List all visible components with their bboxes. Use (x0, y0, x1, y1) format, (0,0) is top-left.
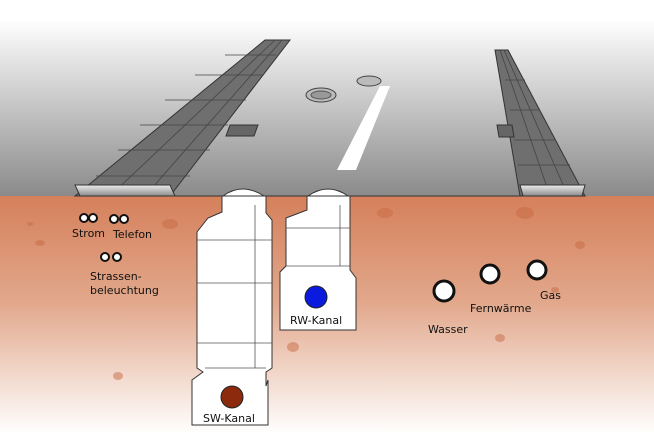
manhole-cover (356, 75, 382, 87)
right-sidewalk (494, 49, 586, 197)
telefon-conduit (119, 214, 129, 224)
gas-pipe (526, 259, 548, 281)
label-strassenbeleuchtung-2: beleuchtung (90, 284, 159, 297)
rw-shaft (279, 188, 357, 331)
rw-pipe (304, 285, 328, 309)
lane-marking (337, 86, 390, 170)
sw-pipe (220, 385, 244, 409)
label-fernwaerme: Fernwärme (470, 302, 532, 315)
label-rw-kanal: RW-Kanal (290, 314, 343, 327)
lighting-conduit (100, 252, 110, 262)
sw-shaft (191, 188, 273, 426)
wasser-pipe (432, 279, 456, 303)
label-telefon: Telefon (113, 228, 153, 241)
label-strassenbeleuchtung-1: Strassen- (90, 270, 142, 283)
lighting-conduit (112, 252, 122, 262)
strom-conduit (79, 213, 89, 223)
fernwaerme-pipe (479, 263, 501, 285)
telefon-conduit (109, 214, 119, 224)
label-sw-kanal: SW-Kanal (203, 412, 255, 425)
label-wasser: Wasser (428, 323, 468, 336)
label-gas: Gas (540, 289, 561, 302)
soil-specks (27, 207, 585, 380)
label-strom: Strom (72, 227, 106, 240)
strom-conduit (88, 213, 98, 223)
